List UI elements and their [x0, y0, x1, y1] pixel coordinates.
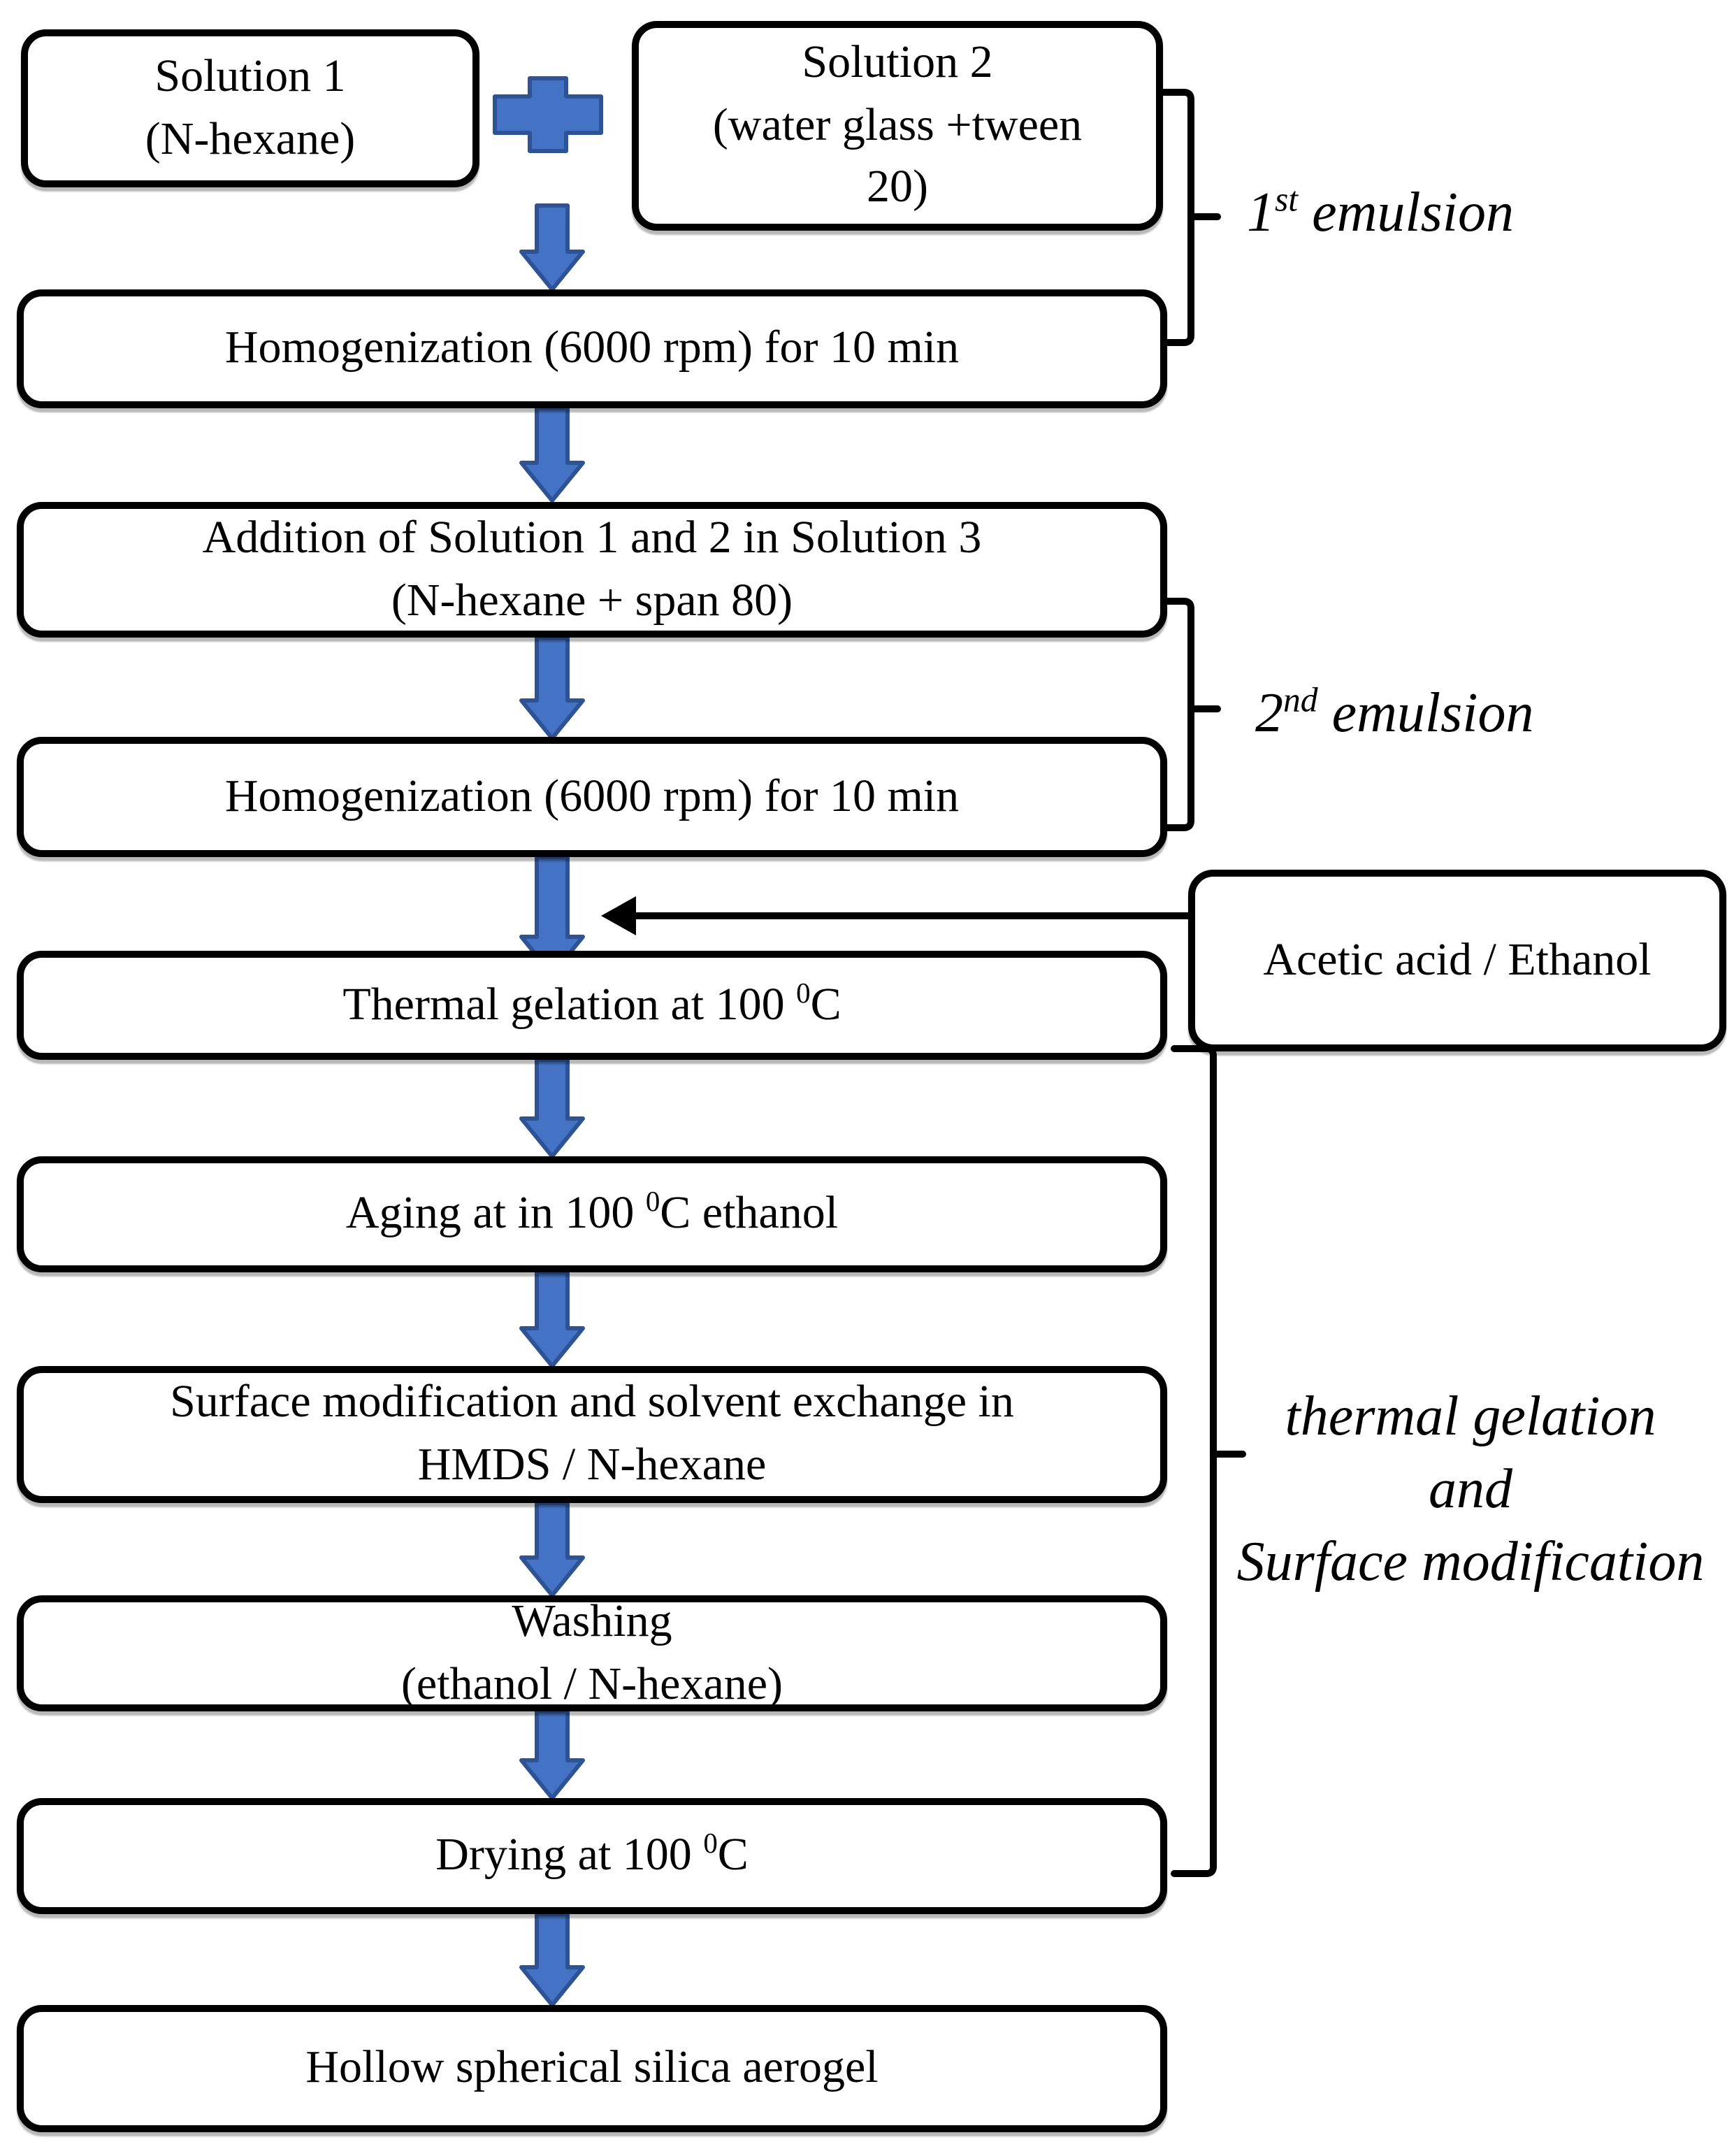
- plus-icon: [493, 76, 603, 153]
- box-final-product: Hollow spherical silica aerogel: [17, 2005, 1167, 2132]
- box-washing: Washing (ethanol / N-hexane): [17, 1595, 1167, 1711]
- box-solution1-line2: (N-hexane): [145, 114, 356, 164]
- box-surface-modification-line2: HMDS / N-hexane: [417, 1440, 767, 1490]
- label-second-emulsion: 2nd emulsion: [1255, 681, 1534, 744]
- label-stage3: thermal gelation and Surface modificatio…: [1213, 1380, 1728, 1598]
- box-acetic-acid: Acetic acid / Ethanol: [1188, 870, 1726, 1051]
- arrow-down-icon-8: [519, 1709, 585, 1800]
- box-addition: Addition of Solution 1 and 2 in Solution…: [17, 502, 1167, 638]
- acetic-acid-arrowhead-icon: [601, 896, 636, 935]
- superscript-zero: 0: [796, 978, 811, 1009]
- arrow-down-icon-5: [519, 1058, 585, 1158]
- box-thermal-gelation-text: Thermal gelation at 100 0C: [342, 978, 841, 1030]
- box-surface-modification: Surface modification and solvent exchang…: [17, 1366, 1167, 1503]
- box-homogenization-2: Homogenization (6000 rpm) for 10 min: [17, 737, 1167, 857]
- box-homogenization-1: Homogenization (6000 rpm) for 10 min: [17, 289, 1167, 408]
- arrow-down-icon-6: [519, 1270, 585, 1368]
- superscript-zero: 0: [703, 1829, 718, 1860]
- box-final-product-text: Hollow spherical silica aerogel: [305, 2043, 879, 2094]
- label-stage3-line2: and: [1429, 1457, 1512, 1520]
- box-solution2-line1: Solution 2: [802, 37, 993, 88]
- box-solution2: Solution 2 (water glass +tween 20): [632, 21, 1163, 231]
- arrow-down-icon-2: [519, 406, 585, 503]
- box-homogenization-2-text: Homogenization (6000 rpm) for 10 min: [224, 771, 960, 822]
- box-acetic-acid-text: Acetic acid / Ethanol: [1263, 935, 1652, 986]
- box-washing-line2: (ethanol / N-hexane): [400, 1659, 783, 1709]
- arrow-down-icon-9: [519, 1912, 585, 2007]
- label-first-emulsion: 1st emulsion: [1247, 180, 1514, 243]
- label-stage3-line3: Surface modification: [1236, 1530, 1705, 1593]
- box-washing-line1: Washing: [512, 1596, 672, 1647]
- box-addition-line1: Addition of Solution 1 and 2 in Solution…: [202, 512, 982, 563]
- box-aging: Aging at in 100 0C ethanol: [17, 1156, 1167, 1272]
- box-surface-modification-line1: Surface modification and solvent exchang…: [170, 1377, 1014, 1428]
- box-drying: Drying at 100 0C: [17, 1798, 1167, 1914]
- box-thermal-gelation: Thermal gelation at 100 0C: [17, 951, 1167, 1060]
- box-aging-text: Aging at in 100 0C ethanol: [345, 1187, 839, 1239]
- box-drying-text: Drying at 100 0C: [435, 1829, 749, 1881]
- box-homogenization-1-text: Homogenization (6000 rpm) for 10 min: [224, 323, 960, 374]
- arrow-down-icon-1: [519, 203, 585, 292]
- arrow-down-icon-7: [519, 1501, 585, 1597]
- label-stage3-line1: thermal gelation: [1285, 1384, 1656, 1447]
- box-solution2-line3: 20): [867, 162, 928, 213]
- bracket-stage3: [1171, 1045, 1217, 1877]
- arrow-down-icon-3: [519, 635, 585, 740]
- box-addition-line2: (N-hexane + span 80): [391, 575, 793, 626]
- box-solution2-line2: (water glass +tween: [712, 100, 1083, 151]
- superscript-zero: 0: [645, 1187, 660, 1219]
- box-solution1-line1: Solution 1: [154, 51, 346, 102]
- box-solution1: Solution 1 (N-hexane): [21, 29, 479, 187]
